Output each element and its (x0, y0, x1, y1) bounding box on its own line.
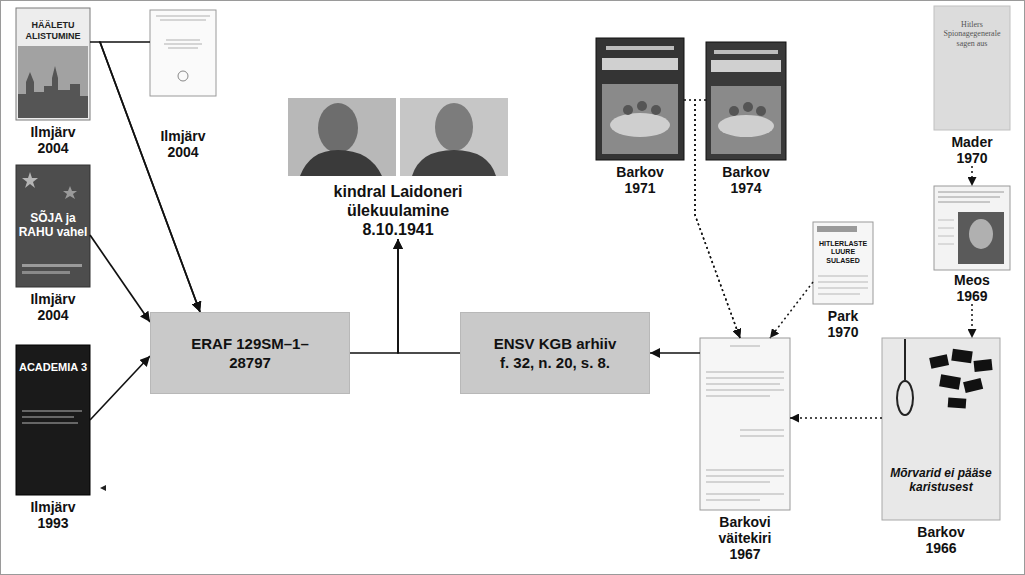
dotted-arrow (770, 282, 813, 338)
book-cover: Ilmjärv 2004 (150, 10, 216, 160)
source-caption: Mader 1970 (941, 134, 1003, 166)
archive-box: ERAF 129SM–1–28797 (150, 312, 350, 394)
source-caption: Barkovi väitekiri 1967 (714, 514, 776, 562)
photo-panel: kindral Laidoneri ülekuulamine 8.10.1941 (288, 98, 508, 239)
cover-area: Hitlers Spionagegenerale sagen aus (934, 6, 1010, 130)
book-cover: HÄÄLETU ALISTUMINE Ilmjärv 2004 (16, 8, 90, 156)
source-caption: Ilmjärv 2004 (22, 291, 84, 323)
source-caption: Barkov 1966 (910, 524, 972, 556)
cover-area (706, 42, 786, 160)
cover-title: Hitlers Spionagegenerale sagen aus (936, 20, 1008, 48)
book-cover: Barkov 1974 (706, 42, 786, 196)
dotted-arrow (971, 304, 973, 338)
arrow-connector (90, 356, 150, 420)
archive-box: ENSV KGB arhiiv f. 32, n. 20, s. 8. (460, 312, 650, 394)
book-cover: HITLERLASTE LUURE SULASED Park 1970 (813, 222, 873, 340)
cover-area: ACADEMIA 3 (16, 345, 90, 495)
cover-area: SÕJA ja RAHU vahel (16, 165, 90, 287)
cover-title: HÄÄLETU ALISTUMINE (18, 20, 88, 41)
document-cover-art (150, 10, 216, 96)
cover-title: HITLERLASTE LUURE SULASED (815, 240, 871, 265)
book-cover-art (706, 42, 786, 160)
arrow-connector (650, 352, 700, 354)
book-cover: SÕJA ja RAHU vahelIlmjärv 2004 (16, 165, 90, 323)
book-cover-art (882, 338, 1000, 520)
source-caption: Barkov 1974 (715, 164, 777, 196)
book-cover: Barkovi väitekiri 1967 (700, 338, 790, 562)
archive-label: ERAF 129SM–1–28797 (188, 334, 313, 372)
source-caption: kindral Laidoneri ülekuulamine 8.10.1941 (318, 182, 478, 239)
archive-label: ENSV KGB arhiiv f. 32, n. 20, s. 8. (489, 334, 621, 372)
source-caption: Ilmjärv 2004 (152, 128, 214, 160)
thesis-page-art (700, 338, 790, 510)
book-cover: Hitlers Spionagegenerale sagen ausMader … (934, 6, 1010, 166)
arrow-connector (90, 235, 150, 322)
book-cover: Meos 1969 (934, 186, 1010, 304)
book-cover-art (934, 6, 1010, 130)
cover-area (150, 10, 216, 96)
book-cover-art (596, 38, 684, 160)
source-caption: Ilmjärv 2004 (22, 124, 84, 156)
dotted-arrow (684, 100, 740, 338)
source-caption: Park 1970 (812, 308, 874, 340)
dotted-arrow (695, 100, 740, 338)
book-cover: Mõrvarid ei pääse karistusestBarkov 1966 (882, 338, 1000, 556)
cover-area (934, 186, 1010, 270)
arrow-connector (90, 42, 200, 312)
cover-area: Mõrvarid ei pääse karistusest (882, 338, 1000, 520)
dotted-arrow (790, 417, 882, 419)
cover-area: HITLERLASTE LUURE SULASED (813, 222, 873, 304)
cover-area (700, 338, 790, 510)
book-cover: Barkov 1971 (596, 38, 684, 196)
book-cover-art (16, 165, 90, 287)
dotted-arrow (971, 166, 973, 186)
cover-title: Mõrvarid ei pääse karistusest (884, 466, 998, 494)
cover-title: ACADEMIA 3 (18, 361, 88, 374)
source-caption: Meos 1969 (941, 272, 1003, 304)
book-cover: ACADEMIA 3 Ilmjärv 1993 (16, 345, 90, 531)
newspaper-clip-art (813, 222, 873, 304)
newspaper-clip-art (934, 186, 1010, 270)
source-caption: Ilmjärv 1993 (22, 499, 84, 531)
arrow-connector (398, 239, 460, 353)
mugshot-photos (288, 98, 508, 176)
arrow-connector (350, 239, 398, 353)
book-cover-art (16, 345, 106, 495)
book-cover-art (16, 8, 90, 120)
cover-area (596, 38, 684, 160)
cover-area: HÄÄLETU ALISTUMINE (16, 8, 90, 120)
source-caption: Barkov 1971 (609, 164, 671, 196)
cover-area (288, 98, 508, 176)
cover-title: SÕJA ja RAHU vahel (18, 211, 88, 239)
